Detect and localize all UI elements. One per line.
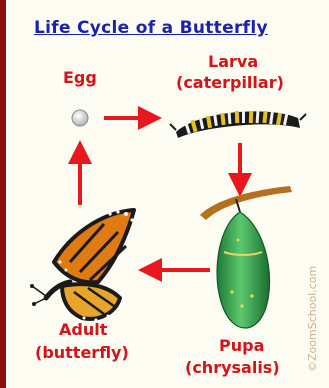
chrysalis-icon xyxy=(200,186,292,328)
caterpillar-icon xyxy=(170,111,306,138)
butterfly-icon xyxy=(30,210,134,322)
egg-icon xyxy=(72,110,88,126)
